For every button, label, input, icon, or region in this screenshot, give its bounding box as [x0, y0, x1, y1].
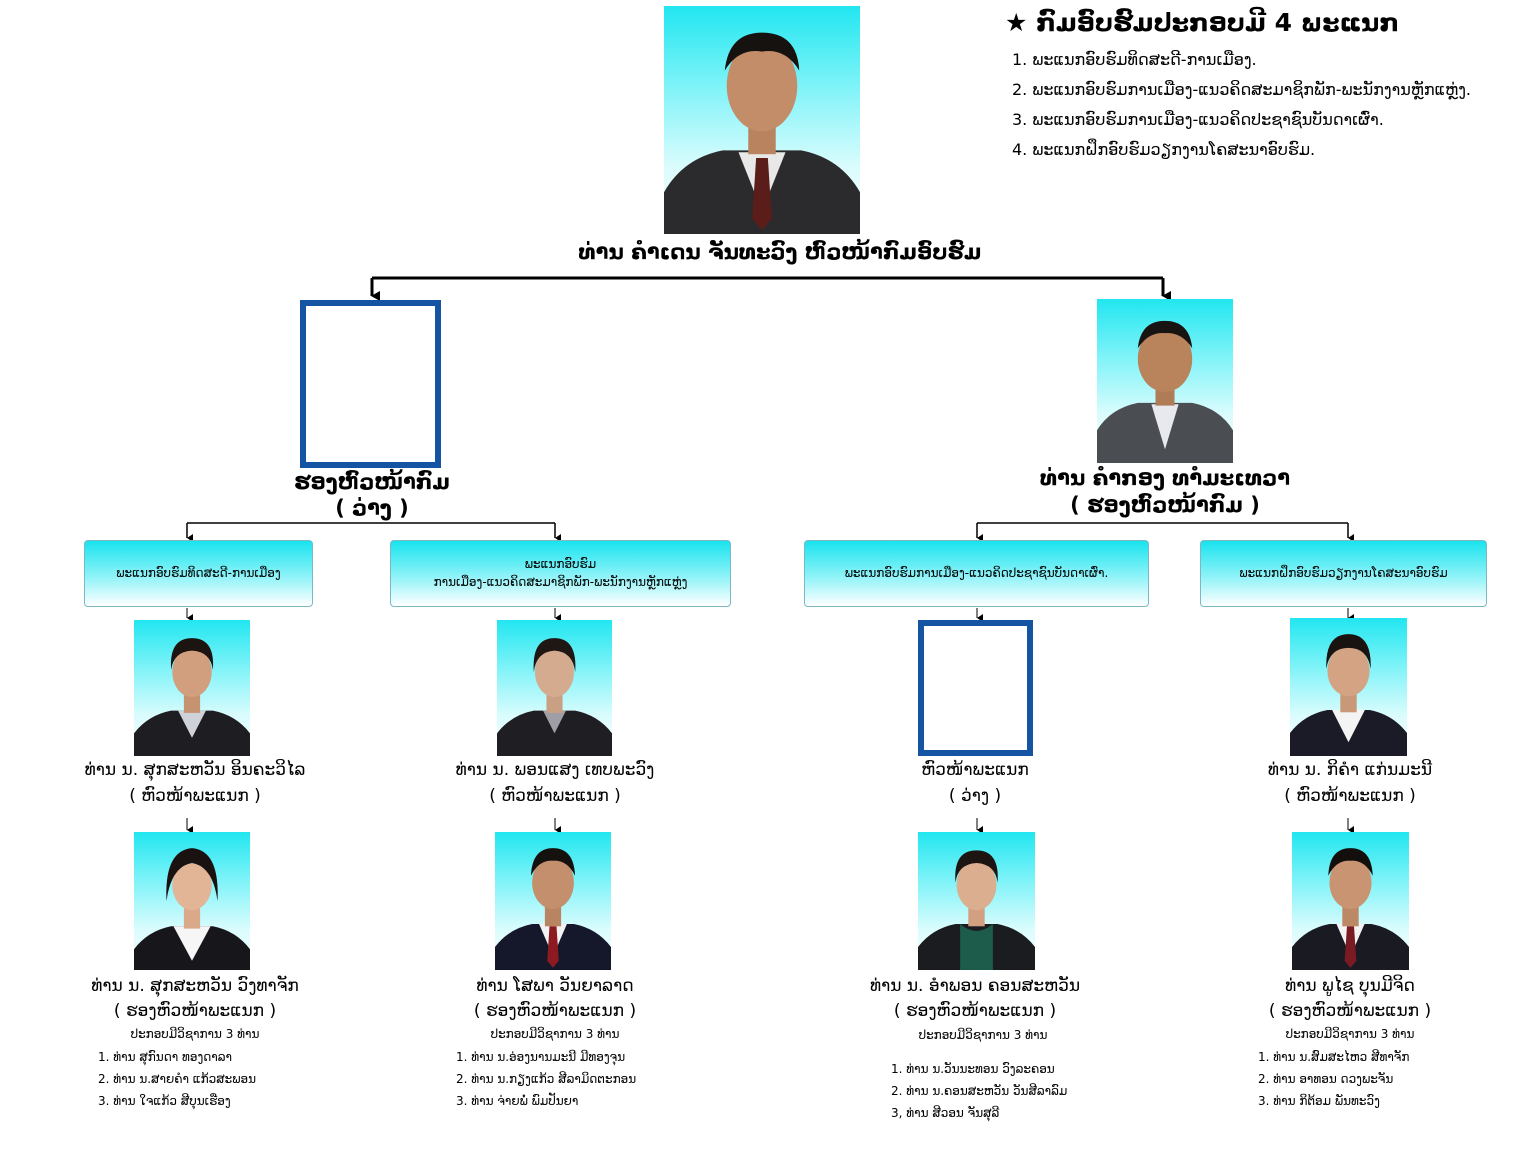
staff-member: 3. ທ່ານ ຈ່າຍພໍ່ ພົມປັນຍາ	[456, 1094, 579, 1108]
deputy-role: ( ຮອງຫົວໜ້າພະແນກ )	[113, 1001, 277, 1021]
staff-member: 1. ທ່ານ ນ.ສົມສະໄຫວ ສີທາຈັກ	[1258, 1050, 1410, 1064]
staff-member: 3, ທ່ານ ສີວອນ ຈັນສຸລີ	[891, 1106, 1000, 1120]
staff-member: 3. ທ່ານ ໃຈແກ້ວ ສີບຸນເຮືອງ	[98, 1094, 231, 1108]
department-box: ພະແນກອົບຮົມທິດສະດີ-ການເມືອງ	[84, 540, 313, 607]
chief-photo	[497, 620, 612, 756]
department-box: ພະແນກອົບຮົມ ການເມືອງ-ແນວຄິດສະມາຊິກພັກ-ພະ…	[390, 540, 731, 607]
info-heading: ★ ກົມອົບຮົມປະກອບມີ 4 ພະແນກ	[1005, 8, 1399, 37]
vacant-photo-frame	[918, 620, 1033, 756]
staff-member: 2. ທ່ານ ນ.ຄອນສະຫວັນ ວັນສີລາລົມ	[891, 1084, 1068, 1098]
deputy-name: ທ່ານ ພູໄຊ ບຸນມີຈິດ	[1285, 976, 1415, 996]
chief-role: ( ຫົວໜ້າພະແນກ )	[1284, 786, 1416, 806]
deputy-name: ທ່ານ ນ. ສຸກສະຫວັນ ວົງທາຈັກ	[91, 976, 299, 996]
chief-photo	[1290, 618, 1407, 756]
staff-note: ປະກອບມີວິຊາການ 3 ທ່ານ	[1285, 1027, 1415, 1041]
department-box: ພະແນກຝຶກອົບຮົມວຽກງານໂຄສະນາອົບຮົມ	[1200, 540, 1487, 607]
deputy-right-role: ( ຮອງຫົວໜ້າກົມ )	[1070, 493, 1260, 517]
head-caption: ທ່ານ ຄໍາເດນ ຈັນທະວົງ ຫົວໜ້າກົມອົບຮົມ	[578, 240, 982, 264]
info-title: ກົມອົບຮົມປະກອບມີ 4 ພະແນກ	[1036, 8, 1400, 37]
department-summary-list: 1. ພະແນກອົບຮົມທິດສະດີ-ການເມືອງ. 2. ພະແນກ…	[1012, 45, 1471, 165]
staff-member: 1. ທ່ານ ນ.ອ່ອງນານມະນີ ມີທອງຈຸນ	[456, 1050, 626, 1064]
staff-note: ປະກອບມີວິຊາການ 3 ທ່ານ	[490, 1027, 620, 1041]
summary-item: 4. ພະແນກຝຶກອົບຮົມວຽກງານໂຄສະນາອົບຮົມ.	[1012, 140, 1316, 159]
staff-list: 1. ທ່ານ ນ.ສົມສະໄຫວ ສີທາຈັກ 2. ທ່ານ ອາທອນ…	[1258, 1046, 1409, 1112]
staff-list: 1. ທ່ານ ສຸກົນດາ ທອງດາລາ 2. ທ່ານ ນ.ສາຍຄໍາ…	[98, 1046, 256, 1112]
star-icon: ★	[1005, 8, 1028, 37]
summary-item: 3. ພະແນກອົບຮົມການເມືອງ-ແນວຄິດປະຊາຊົນບັນດ…	[1012, 110, 1384, 129]
chief-photo	[134, 620, 250, 756]
deputy-photo	[134, 832, 250, 970]
chief-name: ຫົວໜ້າພະແນກ	[921, 760, 1029, 780]
deputy-left-role: ຮອງຫົວໜ້າກົມ	[294, 470, 450, 494]
deputy-right-photo	[1097, 299, 1233, 463]
summary-item: 1. ພະແນກອົບຮົມທິດສະດີ-ການເມືອງ.	[1012, 50, 1257, 69]
head-photo	[664, 6, 860, 234]
deputy-photo	[1292, 832, 1409, 970]
deputy-role: ( ຮອງຫົວໜ້າພະແນກ )	[473, 1001, 637, 1021]
chief-name: ທ່ານ ນ. ພອນແສງ ເທບພະວົງ	[455, 760, 655, 780]
summary-item: 2. ພະແນກອົບຮົມການເມືອງ-ແນວຄິດສະມາຊິກພັກ-…	[1012, 80, 1472, 99]
vacant-photo-frame	[300, 300, 441, 468]
department-label: ພະແນກຝຶກອົບຮົມວຽກງານໂຄສະນາອົບຮົມ	[1239, 565, 1448, 580]
department-box: ພະແນກອົບຮົມການເມືອງ-ແນວຄິດປະຊາຊົນບັນດາເຜ…	[804, 540, 1149, 607]
staff-member: 2. ທ່ານ ອາທອນ ດວງພະຈັນ	[1258, 1072, 1394, 1086]
deputy-role: ( ຮອງຫົວໜ້າພະແນກ )	[1268, 1001, 1432, 1021]
deputy-name: ທ່ານ ໂສພາ ວັນຍາລາດ	[476, 976, 634, 996]
staff-member: 3. ທ່ານ ກິຕ້ອມ ພັນທະວົງ	[1258, 1094, 1380, 1108]
chief-name: ທ່ານ ນ. ກິຄໍາ ແກ່ນມະນີ	[1267, 760, 1433, 780]
staff-member: 2. ທ່ານ ນ.ສາຍຄໍາ ແກ້ວສະພອນ	[98, 1072, 257, 1086]
department-label: ພະແນກອົບຮົມການເມືອງ-ແນວຄິດປະຊາຊົນບັນດາເຜ…	[844, 565, 1109, 580]
staff-note: ປະກອບມີວິຊາການ 3 ທ່ານ	[130, 1027, 260, 1041]
chief-role: ( ຫົວໜ້າພະແນກ )	[129, 786, 261, 806]
deputy-photo	[495, 832, 611, 970]
chief-name: ທ່ານ ນ. ສຸກສະຫວັນ ອິນຄະວິໄລ	[84, 760, 306, 780]
staff-member: 2. ທ່ານ ນ.ກຽງແກ້ວ ສີລາມິດຕະກອນ	[456, 1072, 637, 1086]
department-label: ການເມືອງ-ແນວຄິດສະມາຊິກພັກ-ພະນັກງານຫຼັກແຫ…	[433, 574, 688, 589]
department-label: ພະແນກອົບຮົມ	[524, 557, 597, 572]
deputy-left-status: ( ວ່າງ )	[335, 496, 409, 520]
chief-role: ( ຫົວໜ້າພະແນກ )	[489, 786, 621, 806]
deputy-photo	[918, 832, 1035, 970]
staff-note: ປະກອບມີວິຊາການ 3 ທ່ານ	[918, 1028, 1048, 1042]
deputy-name: ທ່ານ ນ. ອໍາພອນ ຄອນສະຫວັນ	[869, 976, 1081, 996]
staff-list: 1. ທ່ານ ນ.ອ່ອງນານມະນີ ມີທອງຈຸນ 2. ທ່ານ ນ…	[456, 1046, 636, 1112]
chief-role: ( ວ່າງ )	[948, 786, 1002, 806]
staff-member: 1. ທ່ານ ສຸກົນດາ ທອງດາລາ	[98, 1050, 233, 1064]
department-label: ພະແນກອົບຮົມທິດສະດີ-ການເມືອງ	[116, 565, 281, 580]
deputy-right-name: ທ່ານ ຄໍາກອງ ທາໍມະເທວາ	[1039, 466, 1291, 490]
staff-list: 1. ທ່ານ ນ.ວັນນະທອນ ວົງລະຄອນ 2. ທ່ານ ນ.ຄອ…	[891, 1058, 1067, 1124]
deputy-role: ( ຮອງຫົວໜ້າພະແນກ )	[893, 1001, 1057, 1021]
staff-member: 1. ທ່ານ ນ.ວັນນະທອນ ວົງລະຄອນ	[891, 1062, 1055, 1076]
